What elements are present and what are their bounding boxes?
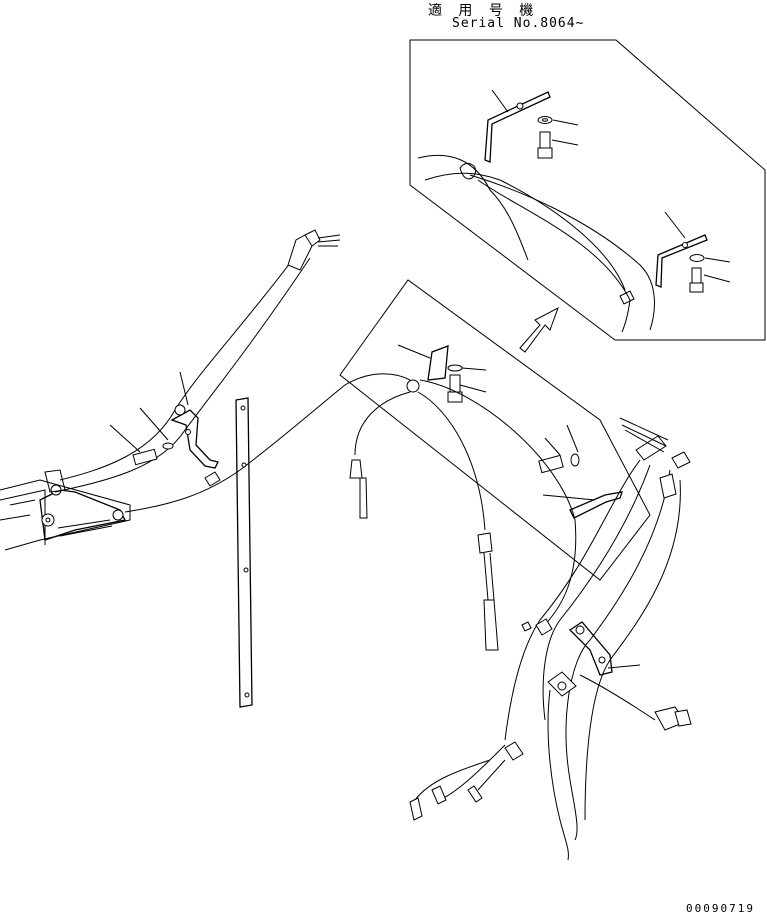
inset-wire-c: [469, 174, 655, 331]
right-harness-3: [542, 464, 651, 721]
left-wire-lower: [54, 257, 311, 493]
right-harness-2: [504, 459, 641, 741]
serial-range-label: Serial No.8064~: [452, 16, 585, 31]
elbow-fitting: [579, 674, 692, 731]
right-clamp: [538, 424, 623, 519]
right-harness-1: [419, 379, 577, 631]
left-wire-upper: [59, 249, 301, 481]
center-cable-right: [417, 391, 486, 531]
inset-lower-clamp: [619, 211, 731, 305]
left-connector: [287, 229, 341, 271]
drawing-number: 00090719: [686, 902, 755, 915]
inset-upper-clamp: [459, 89, 579, 180]
detail-inset: [409, 39, 766, 341]
left-cable-end: [349, 459, 368, 519]
left-clamp-bracket: [109, 371, 221, 487]
right-harness-5: [584, 479, 681, 821]
right-cable-end: [477, 532, 499, 651]
inset-frame: [409, 39, 766, 341]
left-wire-bottom: [124, 373, 411, 513]
inset-wire-b: [424, 172, 626, 291]
inset-wire-d: [477, 179, 631, 333]
right-connector-bundle: [619, 417, 691, 499]
right-harness-4: [565, 469, 671, 841]
long-strap: [235, 397, 253, 708]
center-clamp: [397, 344, 487, 403]
lower-bracket: [521, 618, 641, 676]
center-cable-left: [354, 391, 411, 456]
lower-clip: [547, 671, 577, 861]
inset-wire-a: [417, 154, 529, 261]
detail-arrow: [519, 306, 559, 353]
applicable-models-label: 適 用 号 機: [428, 3, 538, 19]
left-assembly: [0, 469, 131, 551]
bottom-cable-ends: [409, 741, 524, 821]
clamp-detail-frame: [339, 279, 651, 581]
